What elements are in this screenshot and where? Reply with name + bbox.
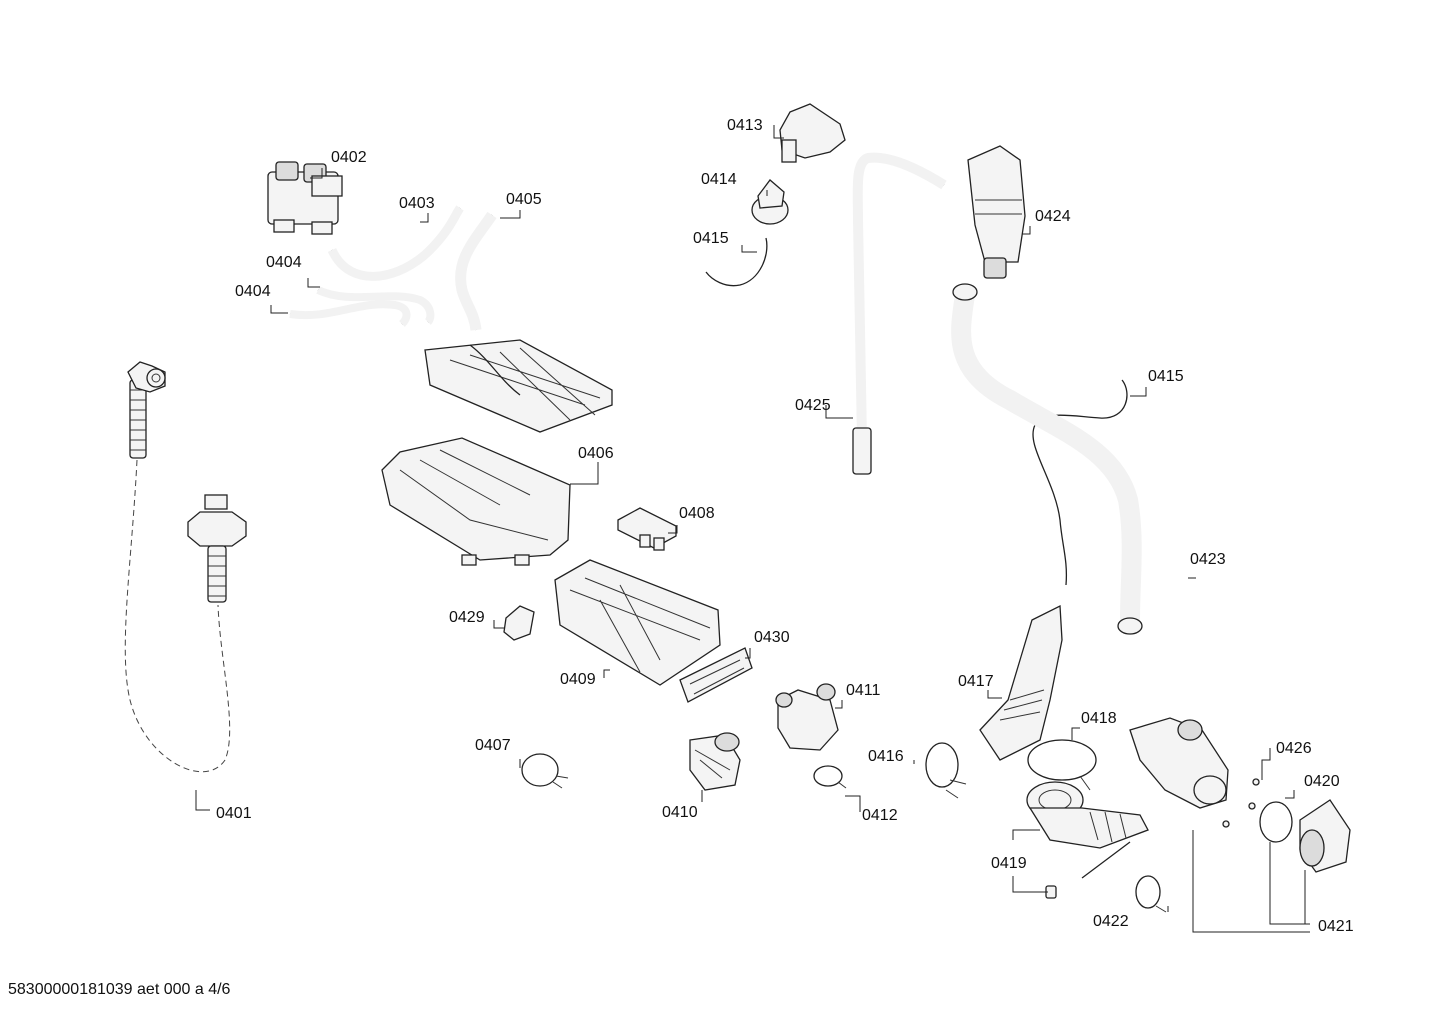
label-0411: 0411 [846,682,881,699]
part-0418-ring [1027,739,1097,791]
part-0420-drain-pump [1129,717,1260,828]
part-0401-inlet-hose [124,361,247,773]
part-0419-sump [1026,781,1149,899]
part-0422-clamp [1135,875,1167,913]
label-0423: 0423 [1190,551,1226,568]
label-0417: 0417 [958,673,994,690]
label-0409: 0409 [560,671,596,688]
label-0421: 0421 [1318,918,1354,935]
label-0415-right: 0415 [1148,368,1184,385]
part-0421-filter [1259,799,1351,873]
label-0429: 0429 [449,609,485,626]
part-0413-bracket [779,103,846,163]
label-0404-upper: 0404 [266,254,302,271]
label-0410: 0410 [662,804,698,821]
document-code: 58300000181039 aet 000 a 4/6 [8,981,231,998]
part-0417-sump-hose [979,604,1063,761]
label-0413: 0413 [727,117,763,134]
label-0430: 0430 [754,629,790,646]
label-0408: 0408 [679,505,715,522]
label-0404-lower: 0404 [235,283,271,300]
label-0419: 0419 [991,855,1027,872]
label-0403: 0403 [399,195,435,212]
part-0416-clamp [925,742,967,799]
part-0425-tube [852,152,947,475]
label-0405: 0405 [506,191,542,208]
label-0420: 0420 [1304,773,1340,790]
part-0411-connector [775,683,839,751]
part-0402-valve [267,161,343,235]
label-0401: 0401 [216,805,252,822]
label-0407: 0407 [475,737,511,754]
part-0424-air-trap [967,145,1026,279]
part-0405-hose [455,211,497,331]
label-0414: 0414 [701,171,737,188]
part-0430-panel [679,647,753,703]
label-0415-upper: 0415 [693,230,729,247]
part-0408-bracket [617,507,677,551]
label-0422: 0422 [1093,913,1129,930]
part-number-labels: 0401 0402 0403 0404 0404 0405 0406 0407 … [216,117,1354,935]
label-0416: 0416 [868,748,904,765]
part-0403-hose [327,205,464,281]
part-0410-hose-elbow [689,732,741,791]
label-0402: 0402 [331,149,367,166]
label-0412: 0412 [862,807,898,824]
leader-lines [195,125,1310,933]
part-0406-dispenser-housing [381,339,613,566]
part-0412-clamp [813,765,847,789]
label-0406: 0406 [578,445,614,462]
part-0414-pressure-switch [751,179,789,225]
label-0418: 0418 [1081,710,1117,727]
label-0426: 0426 [1276,740,1312,757]
part-0429-latch [503,605,535,641]
label-0425: 0425 [795,397,831,414]
part-0407-clamp [521,753,569,789]
part-0423-drain-hose [951,283,1143,635]
part-0409-detergent-drawer [554,559,721,686]
label-0424: 0424 [1035,208,1071,225]
part-0415-tube [705,237,1128,586]
part-0404-hoses [289,286,435,327]
